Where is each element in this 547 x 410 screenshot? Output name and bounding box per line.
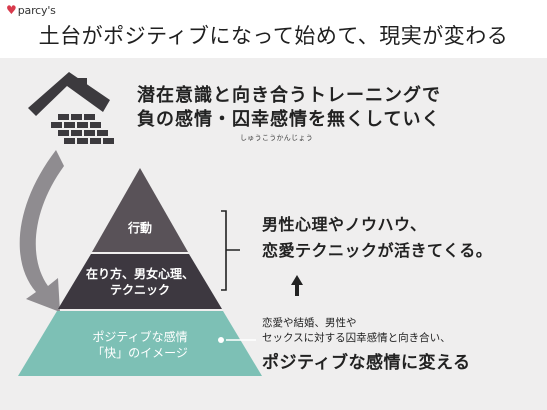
pyramid-base-label-2: 「快」のイメージ bbox=[92, 346, 188, 360]
header: ♥ parcy's 土台がポジティブになって始めて、現実が変わる bbox=[0, 0, 547, 58]
headline-line-1: 潜在意識と向き合うトレーニングで bbox=[137, 85, 441, 106]
bottom-small-line-2: セックスに対する囚幸感情と向き合い、 bbox=[262, 332, 451, 344]
pyramid-base-label: ポジティブな感情 「快」のイメージ bbox=[60, 329, 220, 361]
heart-icon: ♥ bbox=[6, 3, 17, 17]
pyramid-middle bbox=[58, 254, 222, 309]
bottom-big-text: ポジティブな感情に変える bbox=[262, 353, 471, 373]
right-text-line-2: 恋愛テクニックが活きてくる。 bbox=[262, 241, 493, 260]
pyramid-middle-label-2: テクニック bbox=[109, 283, 170, 297]
pyramid-middle-label: 在り方、男女心理、 テクニック bbox=[70, 266, 210, 298]
pyramid bbox=[18, 168, 262, 376]
headline-line-2: 負の感情・囚幸感情を無くしていく bbox=[137, 109, 441, 130]
pyramid-base bbox=[18, 311, 262, 376]
headline: 潜在意識と向き合うトレーニングで 負の感情・囚幸感情を無くしていく bbox=[137, 84, 441, 132]
right-text-line-1: 男性心理やノウハウ、 bbox=[262, 215, 427, 234]
bottom-small-line-1: 恋愛や結婚、男性や bbox=[262, 317, 357, 329]
pyramid-base-label-1: ポジティブな感情 bbox=[92, 330, 188, 344]
connector-dot bbox=[218, 337, 224, 343]
curved-arrow-icon bbox=[19, 150, 64, 312]
up-arrow-icon bbox=[291, 275, 303, 296]
page-title: 土台がポジティブになって始めて、現実が変わる bbox=[38, 24, 509, 48]
brand-logo: ♥ parcy's bbox=[6, 3, 56, 17]
house-icon bbox=[28, 72, 114, 144]
pyramid-top bbox=[92, 168, 188, 252]
right-text: 男性心理やノウハウ、 恋愛テクニックが活きてくる。 bbox=[262, 212, 492, 264]
ruby-reading: しゅうこうかんじょう bbox=[240, 134, 313, 142]
bracket bbox=[221, 210, 240, 291]
pyramid-middle-label-1: 在り方、男女心理、 bbox=[85, 267, 194, 281]
bottom-small-text: 恋愛や結婚、男性や セックスに対する囚幸感情と向き合い、 bbox=[262, 316, 451, 346]
brand-name: parcy's bbox=[17, 3, 56, 17]
pyramid-top-label: 行動 bbox=[127, 221, 152, 235]
